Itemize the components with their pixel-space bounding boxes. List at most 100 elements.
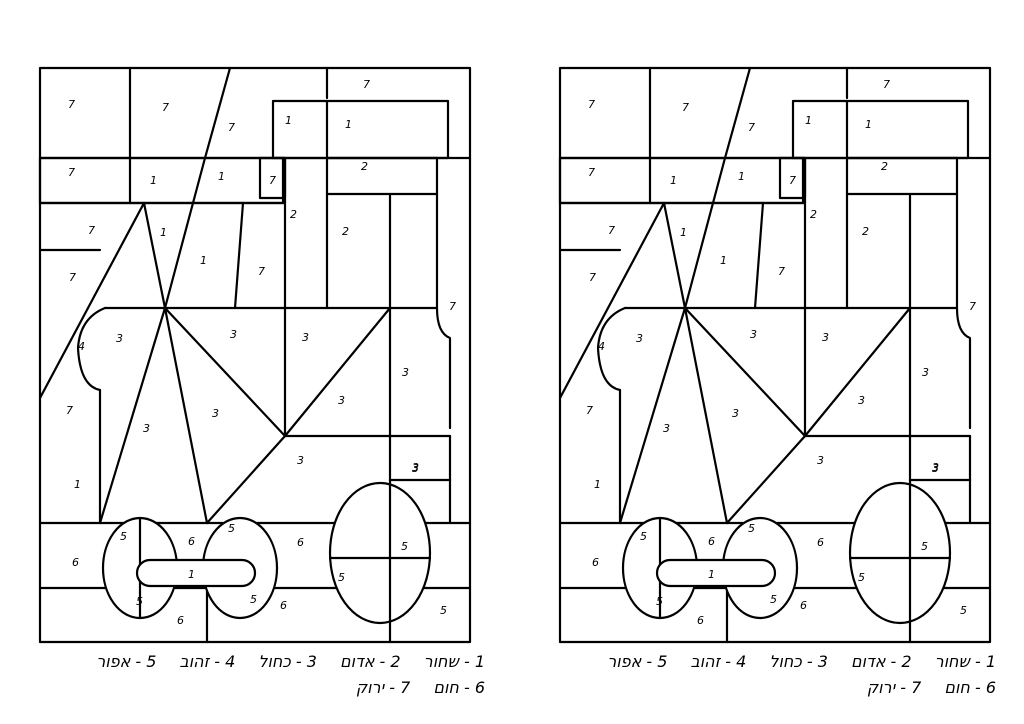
region-number: 7 [969, 300, 976, 313]
region-number: 1 [345, 118, 352, 131]
region-number: 5 [440, 604, 447, 617]
legend-item: 3 - כחול [769, 652, 828, 671]
region-number: 7 [682, 101, 689, 114]
region-number: 3 [412, 461, 419, 474]
legend-item: 5 - אפור [96, 652, 157, 671]
region-number: 6 [817, 536, 824, 549]
legend-item: 7 - ירוק [355, 678, 411, 697]
legend-row: 6 - חום 7 - ירוק [338, 678, 485, 697]
region-number: 7 [883, 78, 890, 91]
region-number: 2 [862, 225, 869, 238]
region-number: 5 [770, 593, 777, 606]
coloring-sheet-right: 7 7 7 1 1 7 1 1 7 2 7 1 2 2 7 1 7 7 4 3 … [558, 66, 992, 644]
region-number: 3 [297, 454, 304, 467]
region-number: 1 [708, 568, 715, 581]
region-number: 3 [212, 407, 219, 420]
region-number: 1 [218, 170, 225, 183]
region-number: 3 [636, 332, 643, 345]
region-number: 7 [588, 98, 595, 111]
region-number: 7 [589, 271, 596, 284]
region-number: 1 [805, 114, 812, 127]
region-number: 4 [598, 340, 605, 353]
train-drawing-right: 7 7 7 1 1 7 1 1 7 2 7 1 2 2 7 1 7 7 4 3 … [558, 66, 992, 644]
legend-item: 2 - אדום [340, 652, 401, 671]
region-number: 7 [68, 166, 75, 179]
legend-item: 7 - ירוק [866, 678, 922, 697]
region-number: 3 [922, 366, 929, 379]
legend-item: 6 - חום [944, 678, 996, 697]
region-number: 2 [290, 208, 297, 221]
region-number: 3 [402, 366, 409, 379]
region-number: 7 [69, 271, 76, 284]
legend-item: 3 - כחול [258, 652, 317, 671]
region-number: 3 [412, 462, 419, 475]
region-number: 7 [449, 300, 456, 313]
region-number: 7 [66, 404, 73, 417]
region-number: 5 [960, 604, 967, 617]
region-number: 7 [586, 404, 593, 417]
region-number: 6 [280, 599, 287, 612]
region-number: 1 [594, 478, 601, 491]
region-number: 3 [302, 331, 309, 344]
region-number: 3 [143, 422, 150, 435]
region-number: 6 [592, 556, 599, 569]
region-number: 3 [338, 394, 345, 407]
legend-item: 4 - זהוב [690, 652, 747, 671]
legend-item: 4 - זהוב [179, 652, 236, 671]
region-number: 5 [120, 530, 127, 543]
region-number: 7 [588, 166, 595, 179]
region-number: 6 [188, 535, 195, 548]
region-number: 1 [738, 170, 745, 183]
region-number: 6 [72, 556, 79, 569]
region-number: 5 [858, 571, 865, 584]
region-number: 7 [68, 98, 75, 111]
coloring-sheet-left: 7 7 7 1 1 7 1 1 7 2 7 1 2 2 7 1 7 7 4 3 … [38, 66, 472, 644]
region-number: 3 [663, 422, 670, 435]
region-number: 3 [230, 328, 237, 341]
legend-item: 5 - אפור [607, 652, 668, 671]
region-number: 5 [250, 593, 257, 606]
region-number: 5 [136, 595, 143, 608]
region-number: 4 [78, 340, 85, 353]
region-number: 6 [177, 614, 184, 627]
region-number: 3 [732, 407, 739, 420]
region-number: 5 [401, 540, 408, 553]
region-number: 1 [74, 478, 81, 491]
region-number: 1 [150, 174, 157, 187]
region-number: 5 [640, 530, 647, 543]
region-number: 7 [363, 78, 370, 91]
region-number: 7 [269, 174, 276, 187]
region-number: 3 [932, 461, 939, 474]
region-number: 7 [88, 224, 95, 237]
region-number: 6 [297, 536, 304, 549]
region-number: 2 [361, 160, 368, 173]
region-number: 7 [789, 174, 796, 187]
region-number: 5 [338, 571, 345, 584]
region-number: 3 [932, 462, 939, 475]
region-number: 1 [720, 254, 727, 267]
color-legend-right: 1 - שחור 2 - אדום 3 - כחול 4 - זהוב 5 - … [536, 652, 996, 702]
region-number: 1 [200, 254, 207, 267]
color-legend-left: 1 - שחור 2 - אדום 3 - כחול 4 - זהוב 5 - … [25, 652, 485, 702]
region-number: 6 [697, 614, 704, 627]
region-number: 7 [162, 101, 169, 114]
region-number: 3 [116, 332, 123, 345]
legend-row: 1 - שחור 2 - אדום 3 - כחול 4 - זהוב 5 - … [589, 652, 996, 671]
region-number: 7 [258, 265, 265, 278]
region-number: 3 [817, 454, 824, 467]
region-number: 3 [822, 331, 829, 344]
region-number: 7 [748, 121, 755, 134]
region-number: 3 [750, 328, 757, 341]
region-number: 1 [670, 174, 677, 187]
region-number: 5 [748, 522, 755, 535]
region-number: 6 [800, 599, 807, 612]
legend-row: 1 - שחור 2 - אדום 3 - כחול 4 - זהוב 5 - … [78, 652, 485, 671]
region-number: 1 [188, 568, 195, 581]
region-number: 7 [778, 265, 785, 278]
region-number: 5 [656, 595, 663, 608]
legend-item: 1 - שחור [423, 652, 485, 671]
region-number: 2 [810, 208, 817, 221]
region-number: 5 [921, 540, 928, 553]
legend-row: 6 - חום 7 - ירוק [849, 678, 996, 697]
region-number: 6 [708, 535, 715, 548]
